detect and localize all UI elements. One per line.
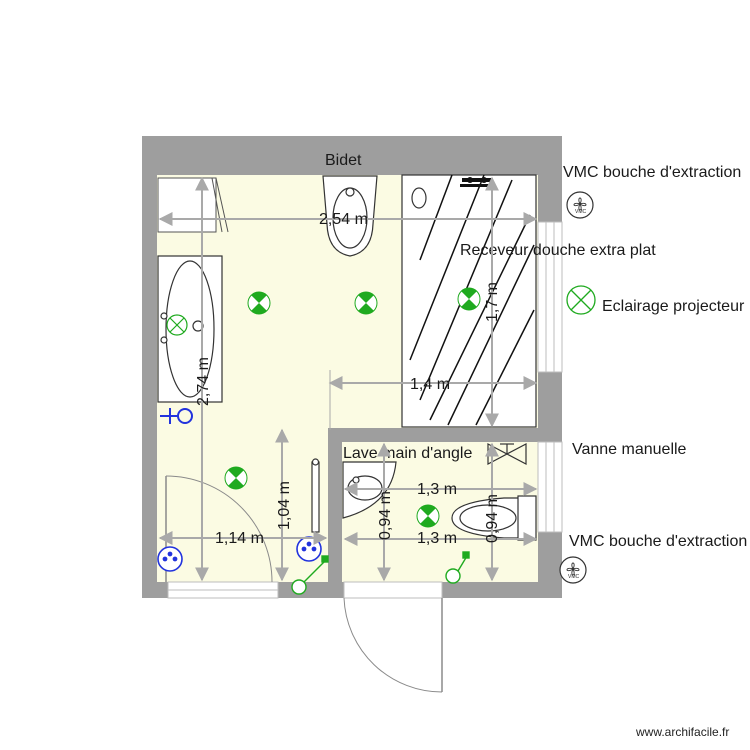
- door-entrance: [343, 581, 443, 693]
- vmc-top-label: VMC bouche d'extraction: [563, 164, 741, 181]
- vmc-top-icon: VMC: [566, 191, 594, 219]
- vmc-bottom-icon: VMC: [559, 556, 587, 584]
- grab-bar: [311, 458, 320, 533]
- svg-text:VMC: VMC: [575, 209, 587, 215]
- ceiling-light-icon: [224, 466, 248, 490]
- handbasin-label: Lave main d'angle: [343, 445, 472, 462]
- lighting-label: Eclairage projecteur: [602, 298, 745, 315]
- switch-icon: [291, 555, 329, 595]
- dim-wc-height-right: 0,94 m: [484, 494, 501, 543]
- lighting-icon: [166, 314, 188, 336]
- lighting-projector-icon: [566, 285, 596, 315]
- dim-shower-width: 1,4 m: [410, 376, 450, 393]
- vmc-bottom-label: VMC bouche d'extraction: [569, 533, 747, 550]
- ceiling-light-icon: [457, 287, 481, 311]
- valve-label: Vanne manuelle: [572, 441, 687, 458]
- socket-icon: [157, 546, 183, 572]
- ceiling-light-icon: [416, 504, 440, 528]
- dim-wc-width-bottom: 1,3 m: [417, 530, 457, 547]
- ceiling-light-icon: [247, 291, 271, 315]
- dim-lower-left-height: 1,04 m: [276, 481, 293, 530]
- wc-fixture: [451, 495, 537, 541]
- credit-text: www.archifacile.fr: [635, 725, 729, 739]
- dim-lower-left-width: 1,14 m: [215, 530, 264, 547]
- socket-icon: [296, 536, 322, 562]
- water-supply-icon: [160, 408, 193, 424]
- dim-wc-width-top: 1,3 m: [417, 481, 457, 498]
- window-bottom: [167, 581, 279, 599]
- shower-label: Receveur douche extra plat: [460, 242, 656, 259]
- walls: [142, 136, 562, 598]
- dim-height-total: 2,74 m: [195, 357, 212, 406]
- dim-width-total: 2,54 m: [319, 211, 368, 228]
- dim-wc-height-left: 0,94 m: [377, 491, 394, 540]
- bidet-label: Bidet: [325, 152, 362, 169]
- dim-shower-height: 1,7 m: [484, 282, 501, 322]
- switch-icon: [445, 551, 470, 584]
- svg-text:VMC: VMC: [568, 574, 580, 580]
- window-right: [537, 221, 563, 533]
- dimension-lines: [158, 176, 538, 582]
- ceiling-light-icon: [354, 291, 378, 315]
